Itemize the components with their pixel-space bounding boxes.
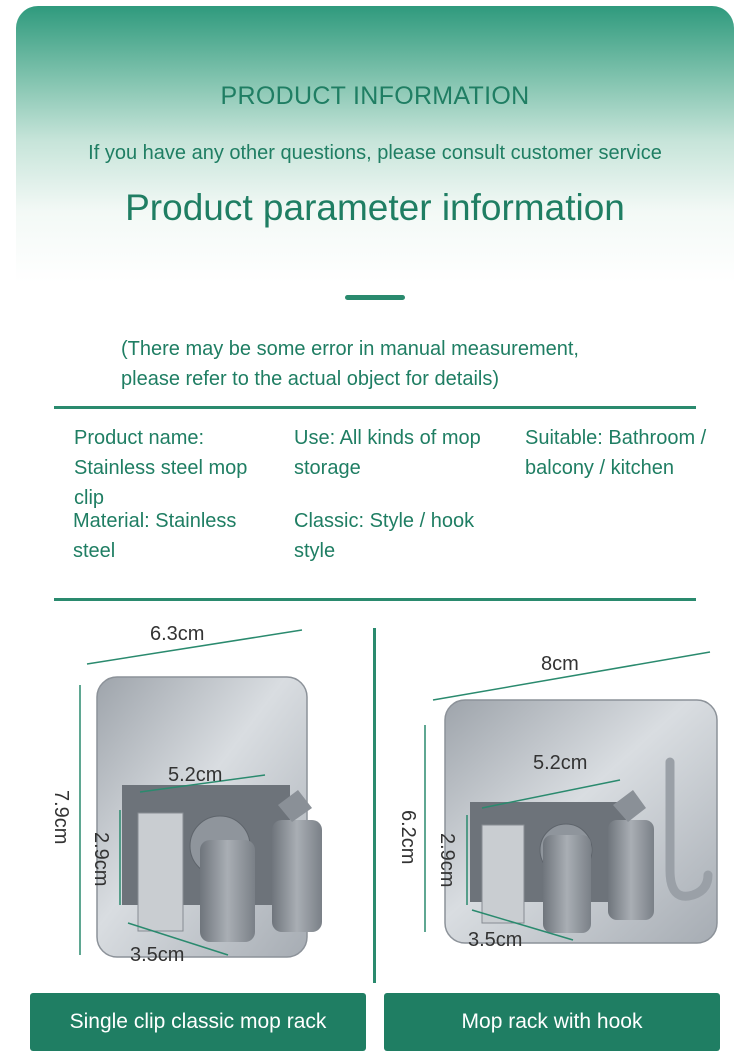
hook-icon (665, 757, 713, 901)
measurement-note-line-2: please refer to the actual object for de… (121, 368, 499, 390)
clip-height-label: 2.9cm (436, 833, 458, 887)
param-material-line: Material: Stainless (73, 510, 237, 532)
param-suitable: Suitable: Bathroom / balcony / kitchen (525, 423, 706, 483)
clip-latch (613, 790, 646, 822)
param-suitable-line: balcony / kitchen (525, 457, 674, 479)
width-dimension-line (86, 629, 303, 665)
clip-depth-label: 3.5cm (130, 944, 184, 966)
clip-width-label: 5.2cm (533, 752, 587, 774)
section-title: PRODUCT INFORMATION (220, 82, 530, 110)
param-material-line: steel (73, 540, 116, 562)
clip-jaw-right (272, 820, 322, 932)
param-use-line: Use: All kinds of mop (294, 427, 481, 449)
param-product-name-line: clip (74, 487, 105, 509)
param-suitable-line: Suitable: Bathroom / (525, 427, 707, 449)
clip-height-label: 2.9cm (90, 832, 112, 886)
clip-width-dimension-line (481, 779, 621, 809)
customer-service-subtitle: If you have any other questions, please … (88, 142, 662, 164)
param-classic-line: Classic: Style / hook (294, 510, 475, 532)
bottom-divider (54, 598, 696, 601)
clip-latch (278, 790, 312, 822)
height-label: 6.2cm (397, 810, 419, 864)
measurement-note: (There may be some error in manual measu… (121, 334, 579, 394)
param-use: Use: All kinds of mop storage (294, 423, 481, 483)
header-gradient-background (16, 6, 734, 401)
clip-tongue (137, 812, 184, 932)
param-material: Material: Stainless steel (73, 506, 236, 566)
clip-jaw-left (200, 840, 255, 942)
param-classic-line: style (294, 540, 336, 562)
clip-jaw-left (543, 835, 591, 933)
page-title: Product parameter information (125, 187, 625, 228)
width-label: 6.3cm (150, 623, 204, 645)
clip-width-dimension-line (139, 774, 266, 793)
top-divider (54, 406, 696, 409)
param-classic: Classic: Style / hook style (294, 506, 474, 566)
param-use-line: storage (294, 457, 361, 479)
clip-tongue (481, 824, 525, 924)
height-label: 7.9cm (50, 790, 72, 844)
title-accent-bar (345, 295, 405, 300)
width-dimension-line (432, 651, 711, 701)
clip-jaw-right (608, 820, 654, 920)
param-product-name-line: Product name: (74, 427, 205, 449)
measurement-note-line-1: (There may be some error in manual measu… (121, 338, 579, 360)
clip-depth-dimension-line (127, 922, 229, 956)
single-clip-caption: Single clip classic mop rack (30, 993, 366, 1051)
hook-rack-caption: Mop rack with hook (384, 993, 720, 1051)
hook-product-illustration: 8cm 5.2cm 3.5cm 6.2cm 2.9cm (397, 651, 718, 951)
product-column-divider (373, 628, 376, 983)
clip-width-label: 5.2cm (168, 764, 222, 786)
param-product-name: Product name: Stainless steel mop clip (74, 423, 247, 513)
clip-depth-dimension-line (471, 909, 574, 941)
clip-depth-label: 3.5cm (468, 929, 522, 951)
param-product-name-line: Stainless steel mop (74, 457, 248, 479)
single-clip-product-illustration: 6.3cm 5.2cm 3.5cm 7.9cm 2.9cm (50, 623, 322, 966)
width-label: 8cm (541, 653, 579, 675)
